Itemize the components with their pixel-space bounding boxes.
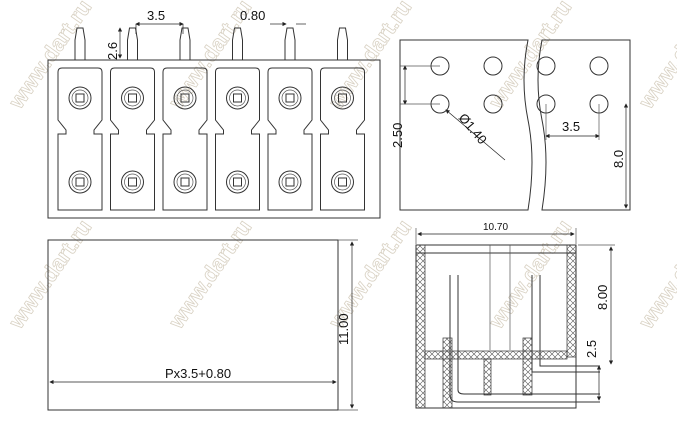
screw-ring-inner: [229, 89, 246, 107]
screw-ring: [68, 170, 92, 194]
pin: [127, 27, 138, 60]
screw-ring-inner: [334, 173, 351, 191]
screw-square: [180, 177, 190, 187]
screw-ring-inner: [281, 89, 299, 107]
screw-ring-inner: [176, 89, 194, 107]
front-view-dimensions: 3.5 0.80 2.6: [105, 8, 306, 60]
pin-offset-label: 2.5: [584, 340, 599, 358]
screw-square: [180, 93, 190, 103]
width-label: 11.00: [336, 313, 351, 345]
screw-square: [75, 93, 85, 103]
screw-ring-inner: [281, 173, 299, 191]
pin-height-label: 2.6: [105, 42, 120, 60]
screw-ring: [173, 170, 197, 194]
screw-ring: [226, 86, 249, 110]
screw-ring-inner: [71, 173, 89, 191]
top-view: 11.00 Px3.5+0.80: [47, 239, 358, 411]
front-view: [47, 27, 381, 219]
terminal-cell: [320, 67, 365, 211]
screw-square: [285, 93, 295, 103]
screw-square: [233, 93, 242, 103]
watermark: www.dart.ru: [633, 215, 677, 334]
terminal-cell: [57, 67, 103, 211]
terminal-cell: [162, 67, 208, 211]
screw-square: [233, 177, 242, 187]
screw-square: [338, 93, 347, 103]
screw-square: [338, 177, 347, 187]
screw-ring: [226, 170, 249, 194]
pitch-label: 3.5: [147, 8, 165, 23]
screw-ring-inner: [229, 173, 246, 191]
pin: [337, 27, 348, 60]
pin: [284, 27, 296, 60]
housing-outline: [47, 59, 381, 219]
terminal-cell: [110, 67, 155, 211]
screw-ring: [278, 86, 302, 110]
hole-height-label: 8.0: [611, 150, 626, 168]
screw-ring-inner: [124, 173, 141, 191]
terminal-cell: [215, 67, 260, 211]
watermark: www.dart.ru: [633, 0, 677, 114]
screw-ring: [331, 170, 354, 194]
pin: [232, 27, 243, 60]
hole-pitch-label: 3.5: [562, 119, 580, 134]
terminal-cell: [267, 67, 313, 211]
screw-square: [75, 177, 85, 187]
side-height-label: 8.00: [595, 285, 610, 310]
screw-ring: [121, 86, 144, 110]
side-width-label: 10.70: [483, 222, 508, 233]
screw-square: [285, 177, 295, 187]
screw-ring-inner: [124, 89, 141, 107]
hole-diameter-label: Ø1.40: [456, 110, 490, 147]
screw-ring: [121, 170, 144, 194]
watermark: www.dart.ru: [3, 0, 97, 114]
screw-square: [128, 93, 137, 103]
screw-ring: [68, 86, 92, 110]
side-view: 10.70 8.00 2.5: [415, 222, 615, 409]
pin: [179, 27, 191, 60]
pin: [74, 27, 86, 60]
length-label: Px3.5+0.80: [165, 366, 231, 381]
screw-ring: [173, 86, 197, 110]
watermark: www.dart.ru: [483, 0, 577, 114]
screw-ring: [331, 86, 354, 110]
screw-square: [128, 177, 137, 187]
pin-width-label: 0.80: [240, 8, 265, 23]
screw-ring-inner: [334, 89, 351, 107]
watermark: www.dart.ru: [163, 215, 257, 334]
screw-ring-inner: [71, 89, 89, 107]
row-spacing-label: 2.50: [390, 123, 405, 148]
screw-ring: [278, 170, 302, 194]
holes: [430, 56, 609, 114]
watermark: www.dart.ru: [3, 215, 97, 334]
screw-ring-inner: [176, 173, 194, 191]
